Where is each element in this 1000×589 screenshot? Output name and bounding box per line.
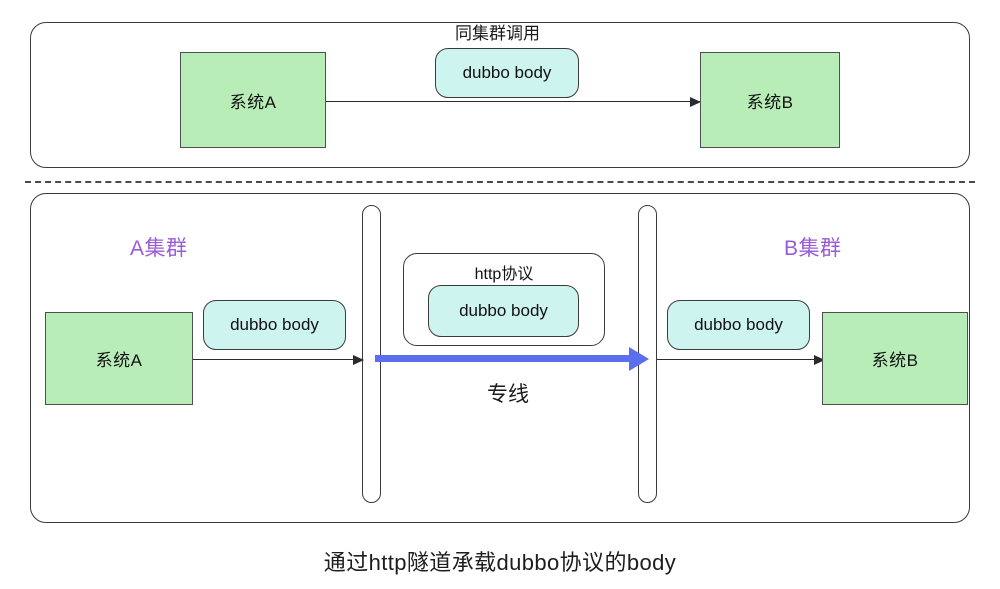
dedicated-line-label: 专线 — [487, 383, 529, 406]
bottom-left-dubbo-body-pill: dubbo body — [203, 300, 346, 350]
cluster-label-b: B集群 — [784, 237, 842, 260]
cluster-a-boundary-wall — [362, 205, 381, 503]
tunnel-inner-dubbo-body-pill: dubbo body — [428, 285, 579, 337]
top-system-a: 系统A — [180, 52, 326, 148]
top-call-arrow — [326, 96, 701, 107]
bottom-system-b: 系统B — [822, 312, 968, 405]
top-dubbo-body-pill: dubbo body — [435, 48, 579, 98]
panel-divider — [25, 181, 975, 183]
bottom-left-arrow — [193, 354, 364, 365]
top-system-b: 系统B — [700, 52, 840, 148]
cluster-label-a: A集群 — [130, 237, 188, 260]
bottom-right-arrow — [657, 354, 825, 365]
bottom-system-a: 系统A — [45, 312, 193, 405]
http-protocol-label: http协议 — [474, 266, 534, 283]
diagram-caption: 通过http隧道承载dubbo协议的body — [323, 550, 677, 575]
top-panel-title: 同集群调用 — [455, 24, 540, 43]
dedicated-line-arrow — [375, 346, 649, 371]
bottom-right-dubbo-body-pill: dubbo body — [667, 300, 810, 350]
